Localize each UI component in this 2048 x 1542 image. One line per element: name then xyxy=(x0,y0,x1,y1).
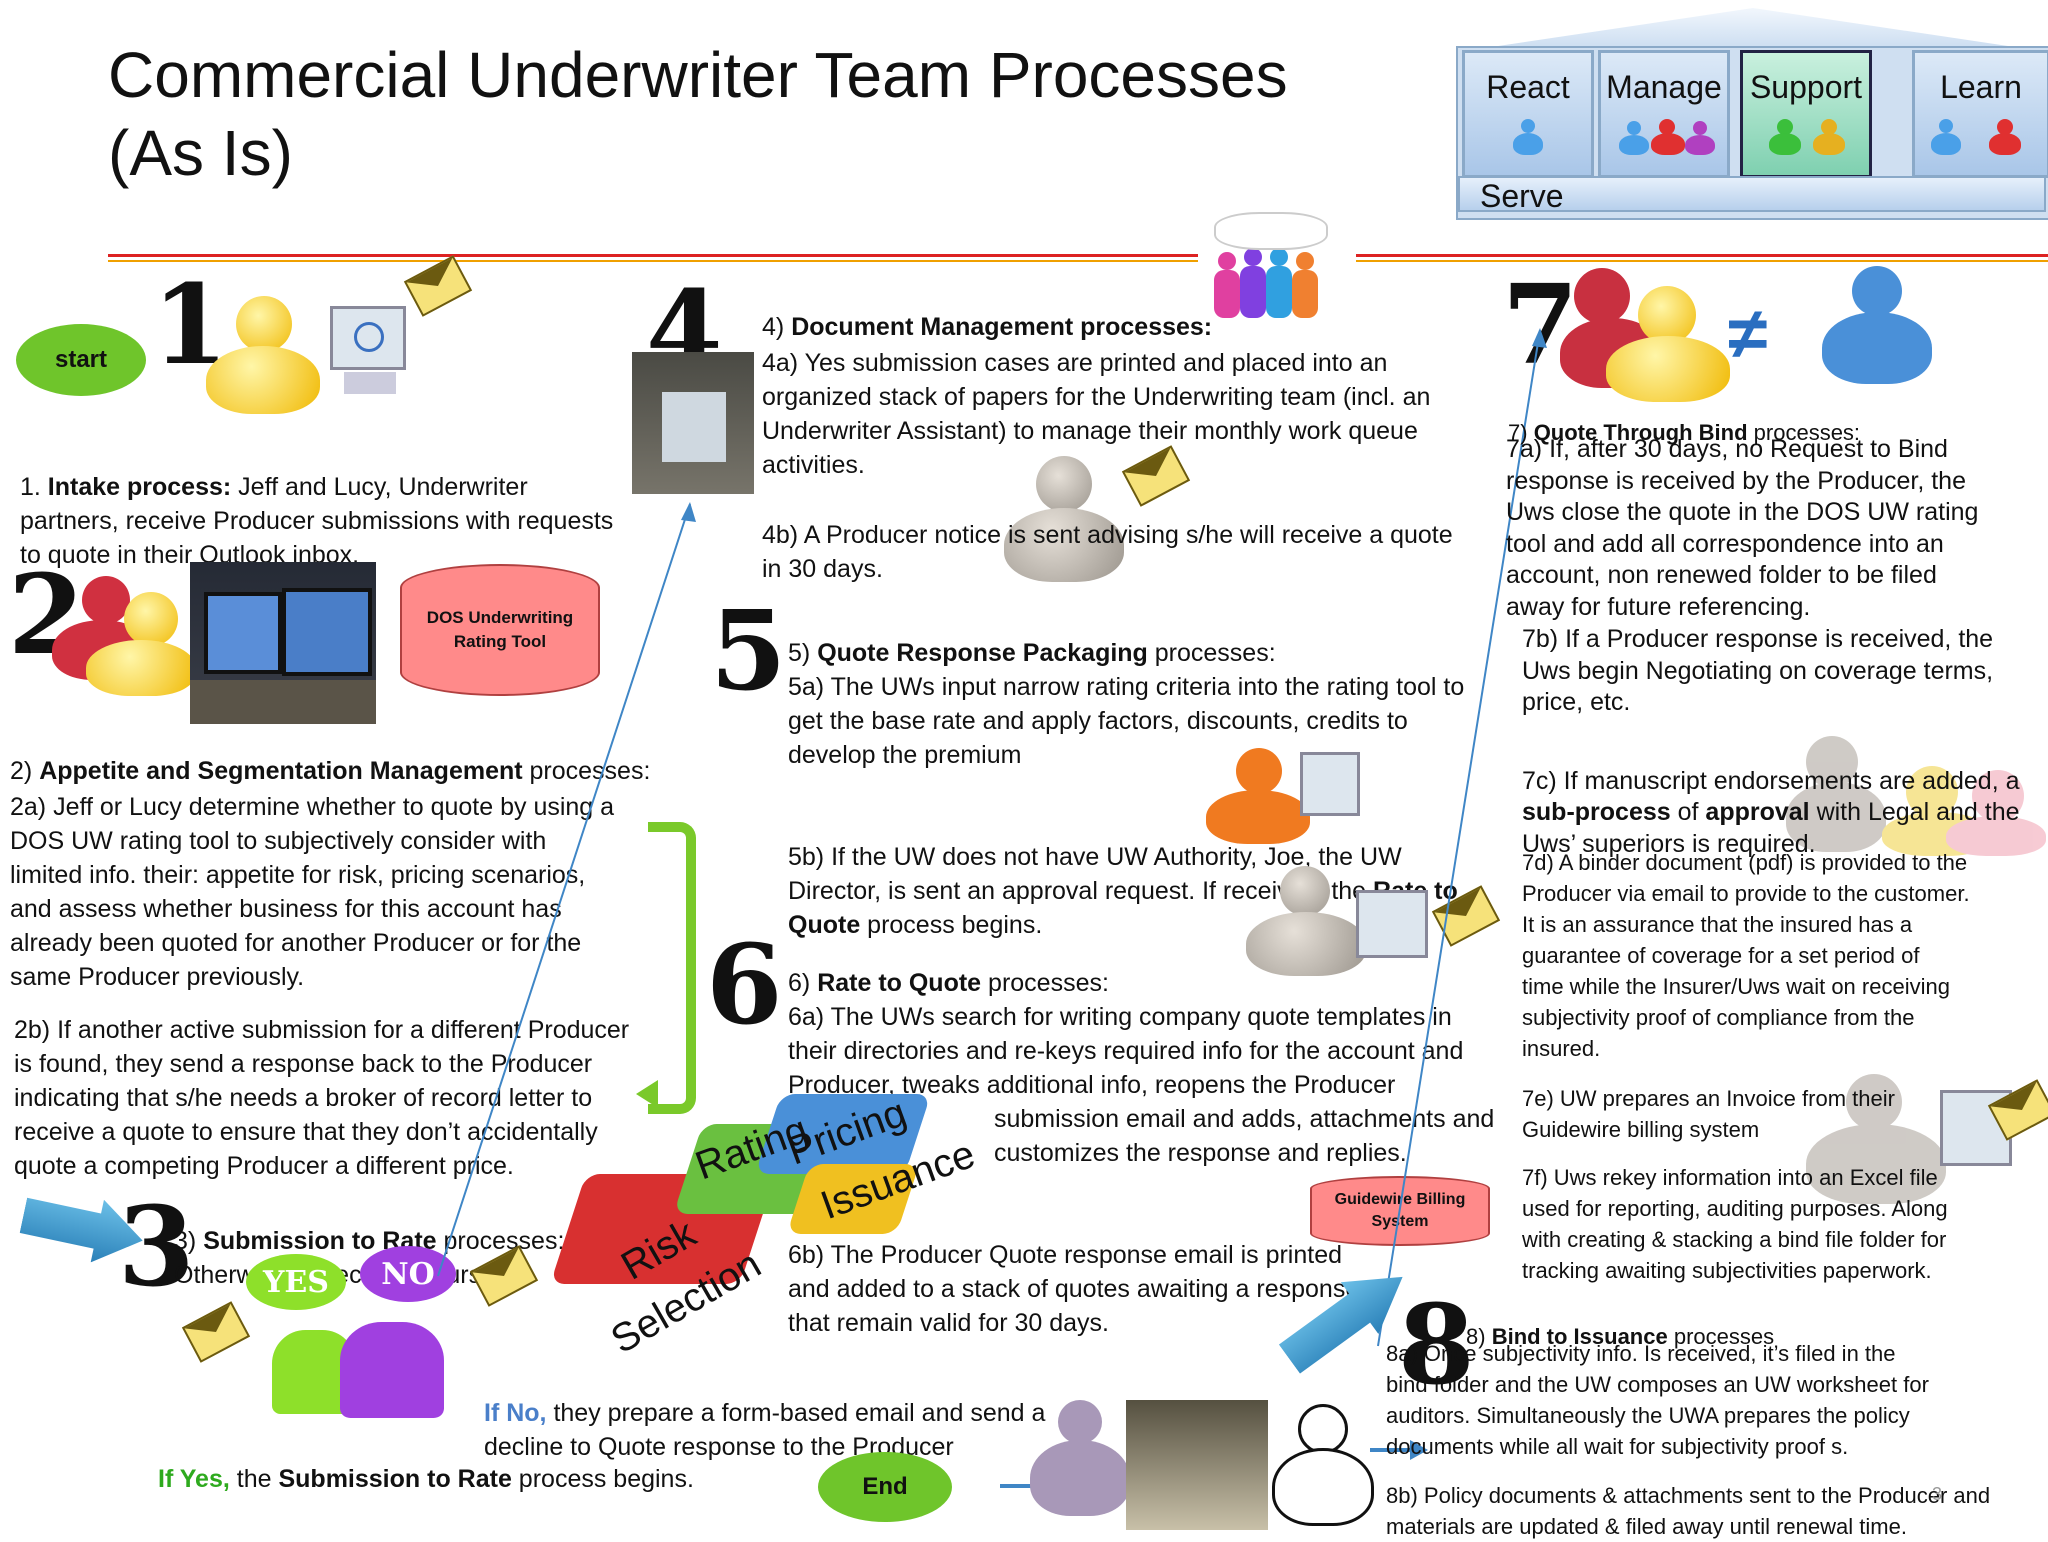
arrow-3-to-4-head xyxy=(681,502,696,522)
tab-learn-label: Learn xyxy=(1940,69,2022,105)
page-number: 3 xyxy=(1932,1484,1943,1504)
start-node: start xyxy=(16,324,146,396)
person-icon xyxy=(1513,119,1543,159)
arrow-6-to-7-head xyxy=(1532,328,1547,348)
tab-learn[interactable]: Learn xyxy=(1912,50,2048,178)
paper-stack-photo xyxy=(632,352,754,494)
documents-photo xyxy=(1126,1400,1268,1530)
step-number-8: 8 xyxy=(1398,1280,1475,1409)
step-2-heading: 2) Appetite and Segmentation Management … xyxy=(10,757,651,785)
uw-person-icon xyxy=(1246,866,1366,976)
step-5-heading: 5) Quote Response Packaging processes: xyxy=(788,639,1276,667)
computer-icon xyxy=(326,306,406,398)
step-8a-text: 8a) Once subjectivity info. Is received,… xyxy=(1386,1341,1929,1459)
step-7a-text: 7a) If, after 30 days, no Request to Bin… xyxy=(1506,435,1979,621)
not-equal-icon: ≠ xyxy=(1728,294,1768,374)
computer-icon xyxy=(1356,890,1428,958)
producer-person-icon xyxy=(1822,266,1932,386)
step-6a-text-1: 6a) The UWs search for writing company q… xyxy=(788,1003,1464,1099)
if-yes-text: If Yes, the Submission to Rate process b… xyxy=(158,1465,694,1493)
bracket-arrowhead xyxy=(636,1080,658,1108)
uw-person-icon xyxy=(1806,1074,1946,1204)
no-bubble: NO xyxy=(360,1246,456,1302)
underwriter-pair-icon xyxy=(42,576,196,696)
arrow-to-8b-head xyxy=(1410,1440,1428,1460)
divider-line-orange-right xyxy=(1356,260,2048,262)
step-8b-text: 8b) Policy documents & attachments sent … xyxy=(1386,1483,1991,1539)
no-figure-icon xyxy=(340,1322,444,1418)
step-5a-text: 5a) The UWs input narrow rating criteria… xyxy=(788,673,1465,769)
tab-support[interactable]: Support xyxy=(1740,50,1872,178)
tab-support-label: Support xyxy=(1749,69,1863,105)
tab-manage-label: Manage xyxy=(1606,69,1722,105)
tab-react-label: React xyxy=(1486,69,1570,105)
legal-team-icon xyxy=(1786,736,2046,856)
team-icon xyxy=(1619,119,1715,159)
step-5b-text: 5b) If the UW does not have UW Authority… xyxy=(788,843,1458,939)
no-label: NO xyxy=(381,1256,435,1292)
serve-label: Serve xyxy=(1480,178,1564,214)
person-outline-icon xyxy=(1268,1404,1374,1526)
desk-computers-photo xyxy=(190,562,376,724)
tab-manage[interactable]: Manage xyxy=(1598,50,1730,178)
step-6b-text: 6b) The Producer Quote response email is… xyxy=(788,1241,1360,1337)
step-6-heading: 6) Rate to Quote processes: xyxy=(788,969,1109,997)
person-icon xyxy=(1030,1400,1130,1520)
divider-line-orange xyxy=(108,260,1198,262)
director-person-icon xyxy=(1206,748,1316,844)
step-7d-text: 7d) A binder document (pdf) is provided … xyxy=(1522,850,1970,1061)
step-2a-text: 2a) Jeff or Lucy determine whether to qu… xyxy=(10,793,615,991)
team-crowd-icon xyxy=(1210,212,1330,322)
yes-bubble: YES xyxy=(246,1254,346,1310)
underwriter-person-icon xyxy=(206,296,320,414)
serve-bar[interactable]: Serve xyxy=(1458,176,2046,214)
step-7b-text: 7b) If a Producer response is received, … xyxy=(1522,625,1994,716)
end-node: End xyxy=(818,1452,952,1522)
arrow-6-to-7 xyxy=(1377,329,1541,1347)
bracket-connector xyxy=(648,822,696,1114)
step-7-heading: 7) Quote Through Bind processes: xyxy=(1508,420,1861,445)
team-icon xyxy=(1931,119,2031,159)
step-7c-text: 7c) If manuscript endorsements are added… xyxy=(1522,766,2020,858)
dos-rating-tool: DOS Underwriting Rating Tool xyxy=(400,564,600,696)
step-8-heading: 8) Bind to Issuance processes xyxy=(1466,1324,1775,1349)
divider-line-red xyxy=(108,254,1198,257)
computer-icon xyxy=(1300,752,1360,816)
producer-person-icon xyxy=(1004,456,1124,586)
yes-label: YES xyxy=(263,1264,329,1300)
step-number-3: 3 xyxy=(118,1182,195,1311)
step-7f-text: 7f) Uws rekey information into an Excel … xyxy=(1522,1165,1948,1283)
if-no-text: If No, they prepare a form-based email a… xyxy=(484,1399,1046,1461)
page-title: Commercial Underwriter Team Processes (A… xyxy=(108,39,1288,189)
step-7e-text: 7e) UW prepares an Invoice from their Gu… xyxy=(1522,1086,1895,1142)
team-icon xyxy=(1769,119,1849,159)
underwriter-pair-icon xyxy=(1560,268,1730,402)
step-number-6: 6 xyxy=(706,920,783,1049)
step-4-heading: 4) Document Management processes: xyxy=(762,313,1213,341)
step-number-5: 5 xyxy=(710,586,787,715)
arrow-3-to-4 xyxy=(437,503,691,1277)
step-6a-text-2: submission email and adds, attachments a… xyxy=(994,1105,1495,1167)
step-4a-text: 4a) Yes submission cases are printed and… xyxy=(762,349,1431,479)
divider-line-red-right xyxy=(1356,254,2048,257)
step-4b-text: 4b) A Producer notice is sent advising s… xyxy=(762,521,1453,583)
